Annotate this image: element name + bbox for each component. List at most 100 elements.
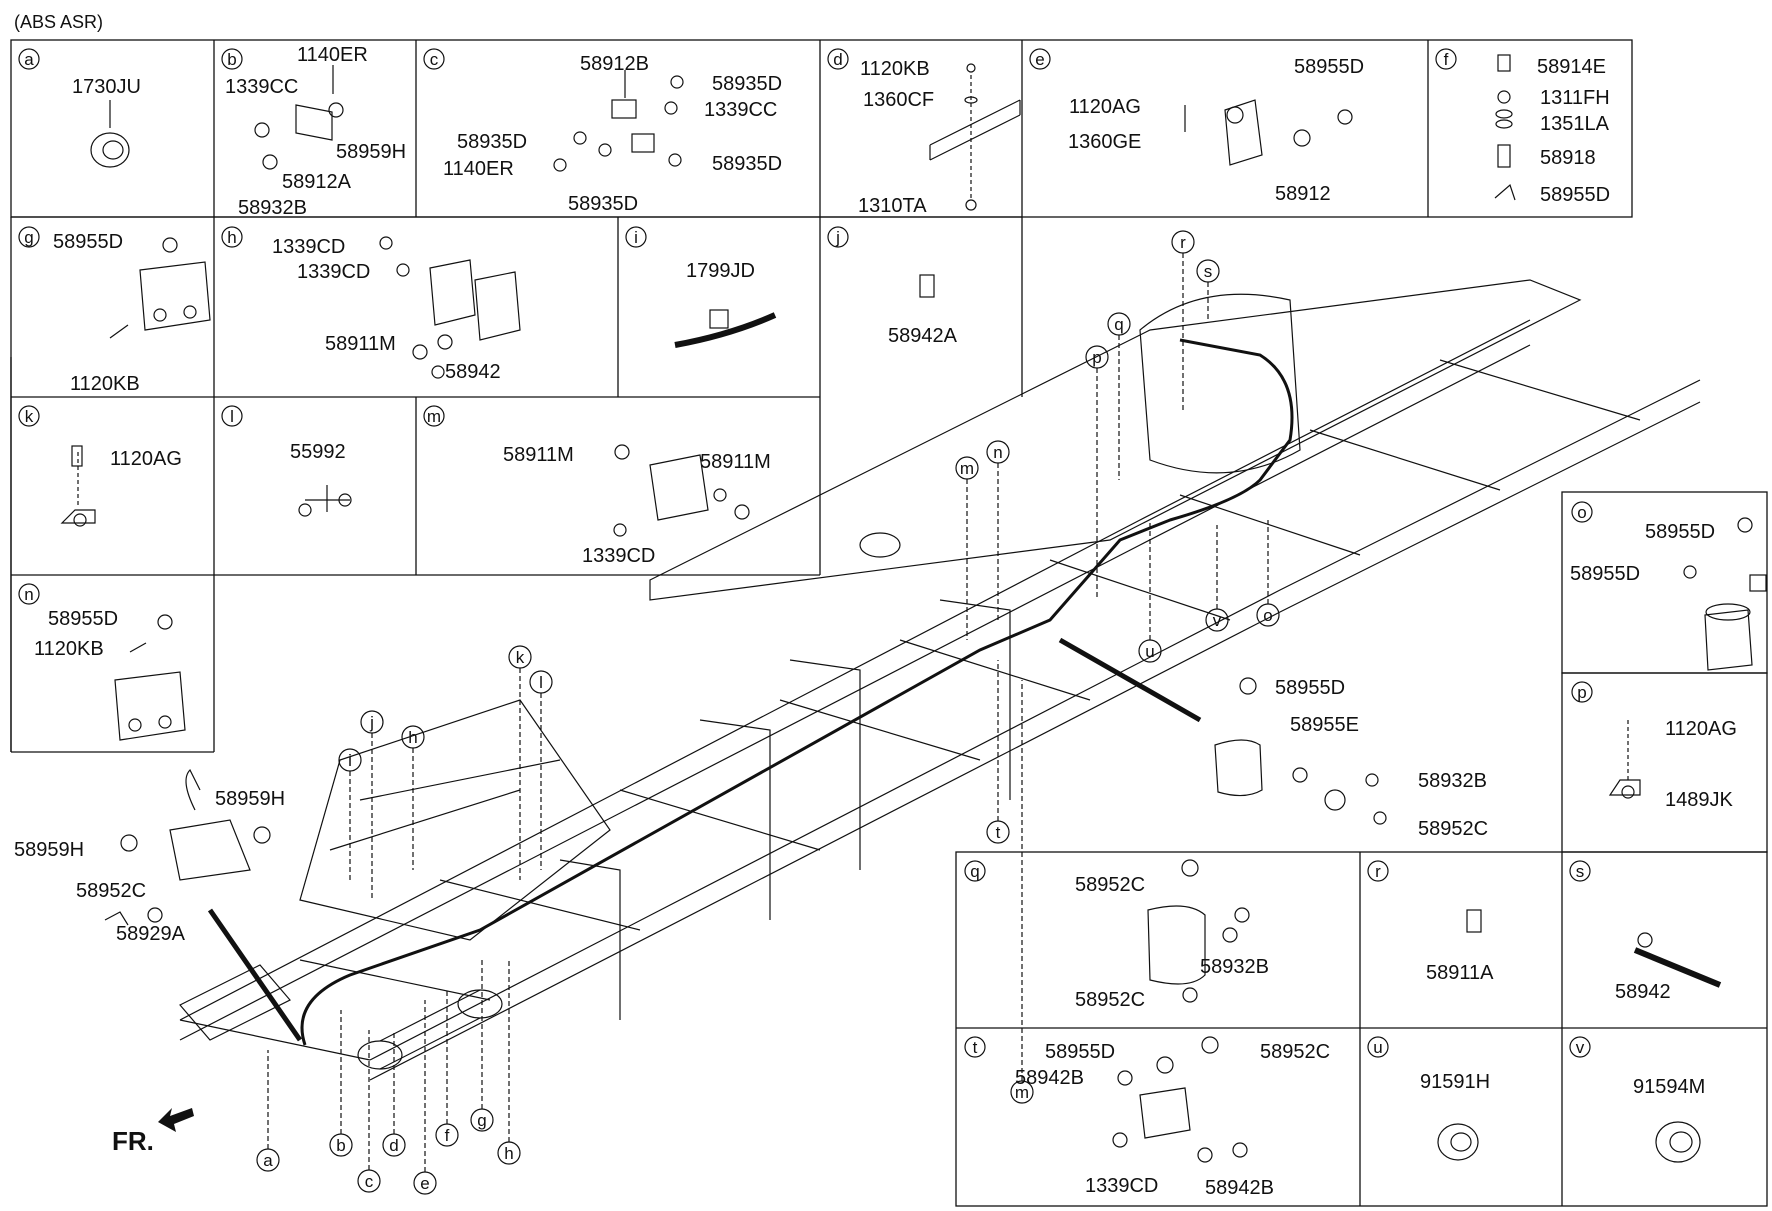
main-front-0: 58959H [215,788,285,810]
part-v-0: 91594M [1633,1076,1705,1098]
part-b-4: 58932B [238,197,307,219]
callout-o: o [1263,606,1272,625]
part-e-1: 1120AG [1069,96,1141,118]
panel-s-letter: s [1576,862,1585,881]
panel-letter-text: a b c d e f g h i j k l m n o p q r s t … [24,50,1586,1057]
part-d-0: 1120KB [860,58,930,80]
part-m-0: 58911M [503,444,574,466]
panel-n-letter: n [24,585,33,604]
front-label: FR. [112,1126,154,1156]
part-f-3: 58918 [1540,147,1596,169]
panel-letters [18,48,1593,1058]
panel-u-letter: u [1373,1038,1382,1057]
part-c-1: 58935D [712,73,782,95]
callout-i: i [348,751,352,770]
panel-c-letter: c [430,50,439,69]
callout-j: j [369,713,374,732]
part-c-2: 1339CC [704,99,777,121]
part-c-0: 58912B [580,53,649,75]
part-f-4: 58955D [1540,184,1610,206]
callout-h-upper: h [408,728,417,747]
callout-m-lower: m [1015,1083,1029,1102]
part-q-1: 58932B [1200,956,1269,978]
front-arrow-icon [158,1108,194,1132]
part-t-4: 58942B [1205,1177,1274,1199]
part-f-0: 58914E [1537,56,1606,78]
callout-v: v [1213,611,1222,630]
part-e-0: 58955D [1294,56,1364,78]
main-front-2: 58952C [76,880,146,902]
main-rear-2: 58932B [1418,770,1487,792]
part-l-0: 55992 [290,441,346,463]
callout-t: t [996,823,1001,842]
part-s-0: 58942 [1615,981,1671,1003]
part-c-4: 1140ER [443,158,514,180]
part-b-3: 58912A [282,171,352,193]
part-e-3: 58912 [1275,183,1331,205]
panel-grid [10,39,1768,1207]
part-b-2: 58959H [336,141,406,163]
panel-k-letter: k [25,407,34,426]
part-r-0: 58911A [1426,962,1494,984]
main-front-1: 58959H [14,839,84,861]
callout-h-lower: h [504,1144,513,1163]
callout-b: b [336,1136,345,1155]
part-d-2: 1310TA [858,195,927,217]
part-n-0: 58955D [48,608,118,630]
part-c-5: 58935D [712,153,782,175]
panel-r-letter: r [1375,862,1381,881]
panel-a-letter: a [24,50,34,69]
panel-b-letter: b [227,50,236,69]
air-line-harness [300,338,1294,1046]
panel-o-letter: o [1577,503,1586,522]
main-front-3: 58929A [116,923,186,945]
callout-d: d [389,1136,398,1155]
part-q-2: 58952C [1075,989,1145,1011]
callout-m-upper: m [960,459,974,478]
part-i-0: 1799JD [686,260,755,282]
part-t-1: 58952C [1260,1041,1330,1063]
diagram-title: (ABS ASR) [14,12,103,32]
part-b-1: 1339CC [225,76,298,98]
part-p-1: 1489JK [1665,789,1733,811]
panel-v-letter: v [1576,1038,1585,1057]
part-h-1: 1339CD [297,261,370,283]
part-t-2: 58942B [1015,1067,1084,1089]
main-callout-letters: a b c d e f g h h i j k l m m n o p q r … [263,233,1272,1193]
part-m-2: 1339CD [582,545,655,567]
part-g-1: 1120KB [70,373,140,395]
part-o-0: 58955D [1645,521,1715,543]
panel-d-letter: d [833,50,842,69]
part-a-0: 1730JU [72,76,141,98]
panel-l-letter: l [230,407,234,426]
panel-e-letter: e [1035,50,1044,69]
part-f-1: 1311FH [1540,87,1610,109]
panel-g-letter: g [24,228,33,247]
part-t-0: 58955D [1045,1041,1115,1063]
panel-h-letter: h [227,228,236,247]
callout-r: r [1180,233,1186,252]
callout-k: k [516,648,525,667]
panel-f-letter: f [1444,50,1449,69]
callout-p: p [1092,348,1101,367]
callout-l: l [539,673,543,692]
panel-m-letter: m [427,407,441,426]
main-rear-3: 58952C [1418,818,1488,840]
callout-q: q [1114,315,1123,334]
part-labels: 1730JU 1140ER 1339CC 58959H 58912A 58932… [14,44,1737,1199]
chassis-frame [179,279,1701,1081]
callout-u: u [1145,642,1154,661]
callout-n: n [993,443,1002,462]
part-h-2: 58911M [325,333,396,355]
part-b-0: 1140ER [297,44,368,66]
callout-c: c [365,1172,374,1191]
part-e-2: 1360GE [1068,131,1141,153]
part-o-1: 58955D [1570,563,1640,585]
part-d-1: 1360CF [863,89,934,111]
part-m-1: 58911M [700,451,771,473]
main-rear-0: 58955D [1275,677,1345,699]
part-t-3: 1339CD [1085,1175,1158,1197]
part-f-2: 1351LA [1540,113,1610,135]
part-illustrations [60,54,1767,1163]
